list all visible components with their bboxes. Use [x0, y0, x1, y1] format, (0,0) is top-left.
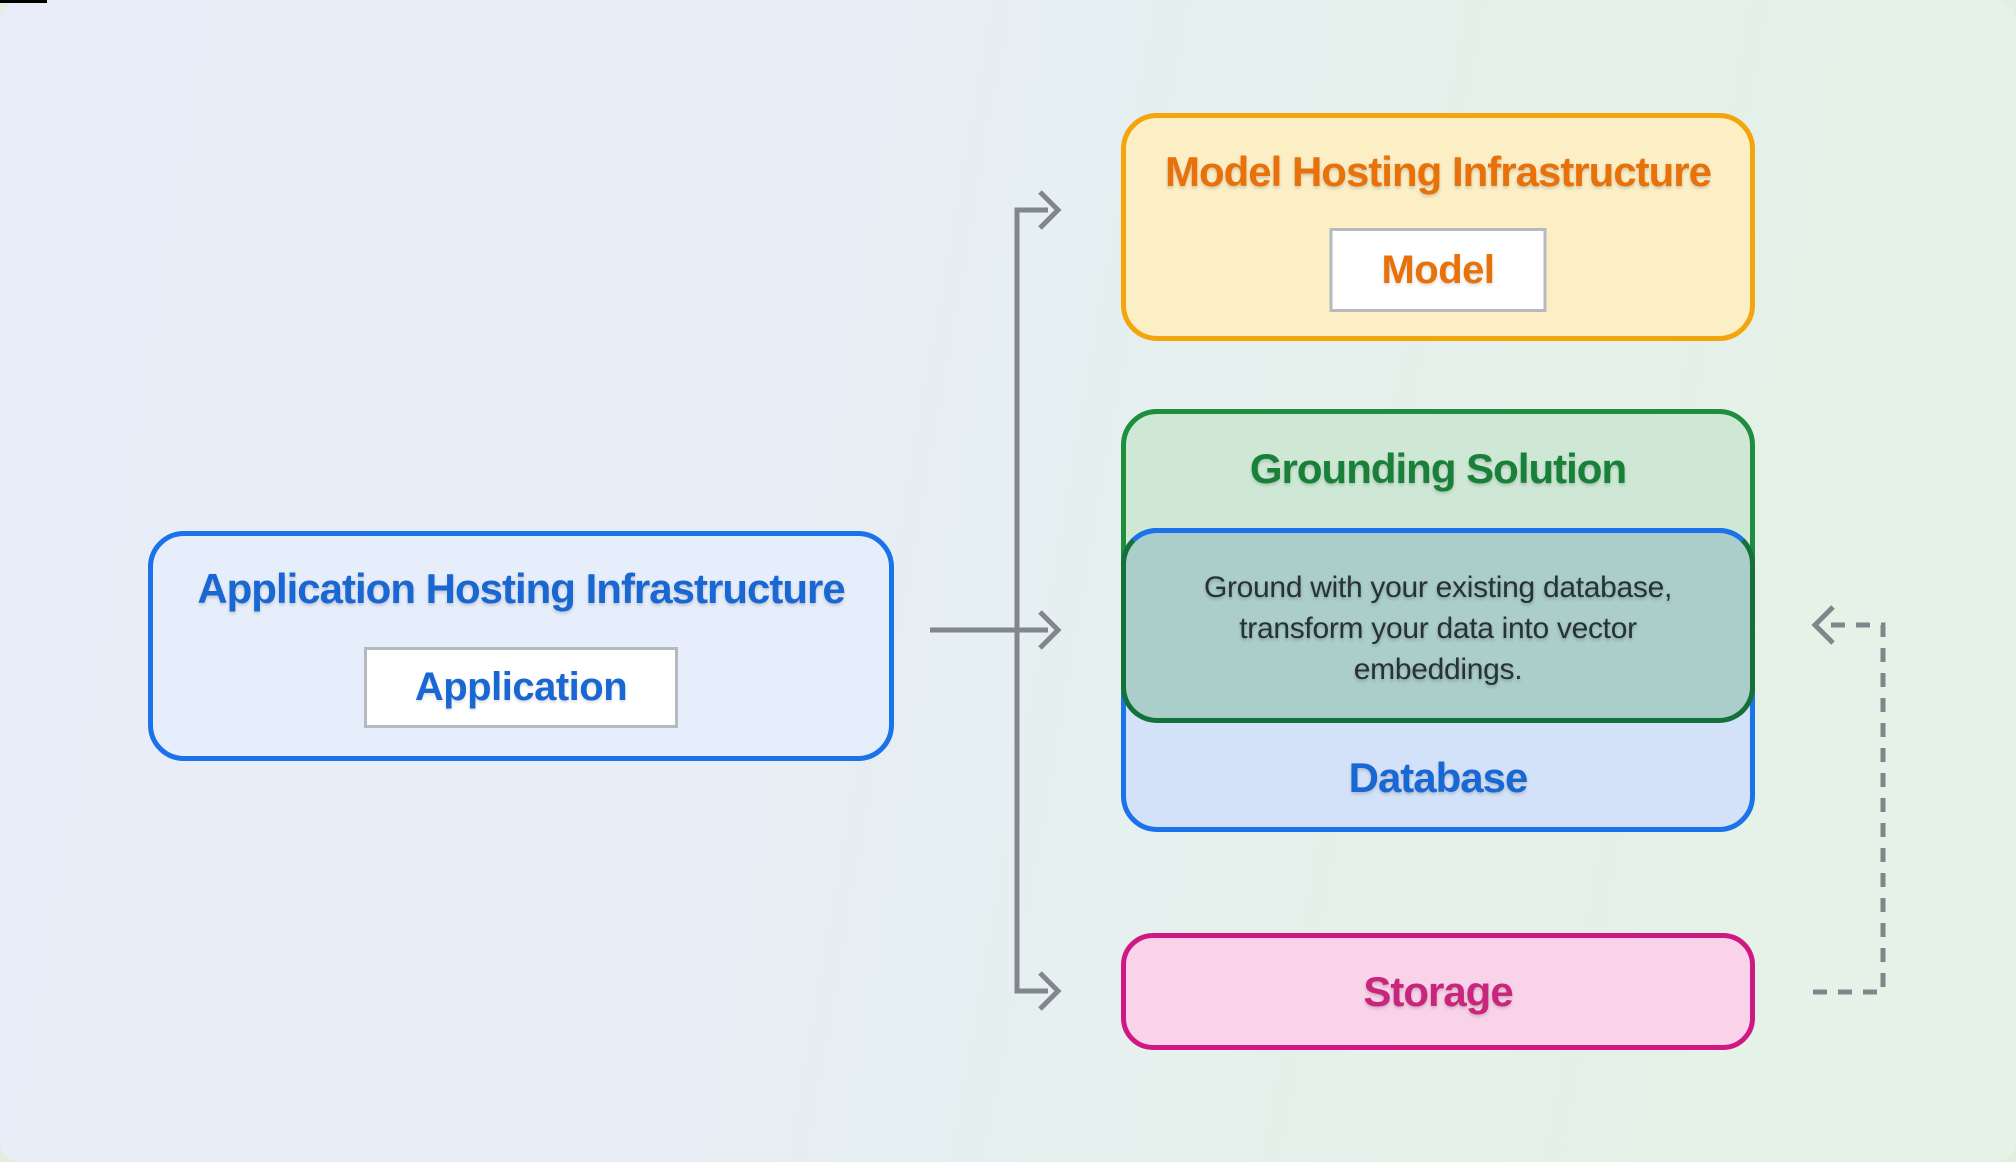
top-left-screenshot-sliver [0, 0, 47, 3]
arrowhead-to-model [1038, 190, 1062, 230]
model-hosting-title: Model Hosting Infrastructure [1164, 148, 1712, 195]
application-hosting-title: Application Hosting Infrastructure [197, 565, 845, 612]
grounding-note-text: Ground with your existing database, tran… [1204, 561, 1672, 690]
storage-to-database-dashed-line [1813, 622, 1886, 995]
arrowhead-to-storage [1038, 971, 1062, 1011]
database-label: Database [1348, 754, 1529, 801]
arrowhead-to-grounding [1038, 610, 1062, 650]
application-hosting-box: Application Hosting Infrastructure Appli… [148, 531, 894, 761]
grounding-note-line-2: transform your data into vector [1239, 612, 1637, 645]
model-chip: Model [1329, 228, 1547, 312]
branch-trunk-line [1014, 207, 1048, 994]
grounding-note-line-3: embeddings. [1353, 653, 1523, 686]
grounding-solution-title: Grounding Solution [1249, 445, 1627, 492]
grounding-note-line-1: Ground with your existing database, [1203, 571, 1673, 604]
arrowhead-dashed-to-database [1811, 605, 1835, 645]
application-chip: Application [364, 647, 678, 728]
storage-title: Storage [1363, 967, 1513, 1015]
storage-box: Storage [1121, 933, 1755, 1050]
model-hosting-box: Model Hosting Infrastructure Model [1121, 113, 1755, 341]
grounding-note-box: Ground with your existing database, tran… [1121, 528, 1755, 723]
